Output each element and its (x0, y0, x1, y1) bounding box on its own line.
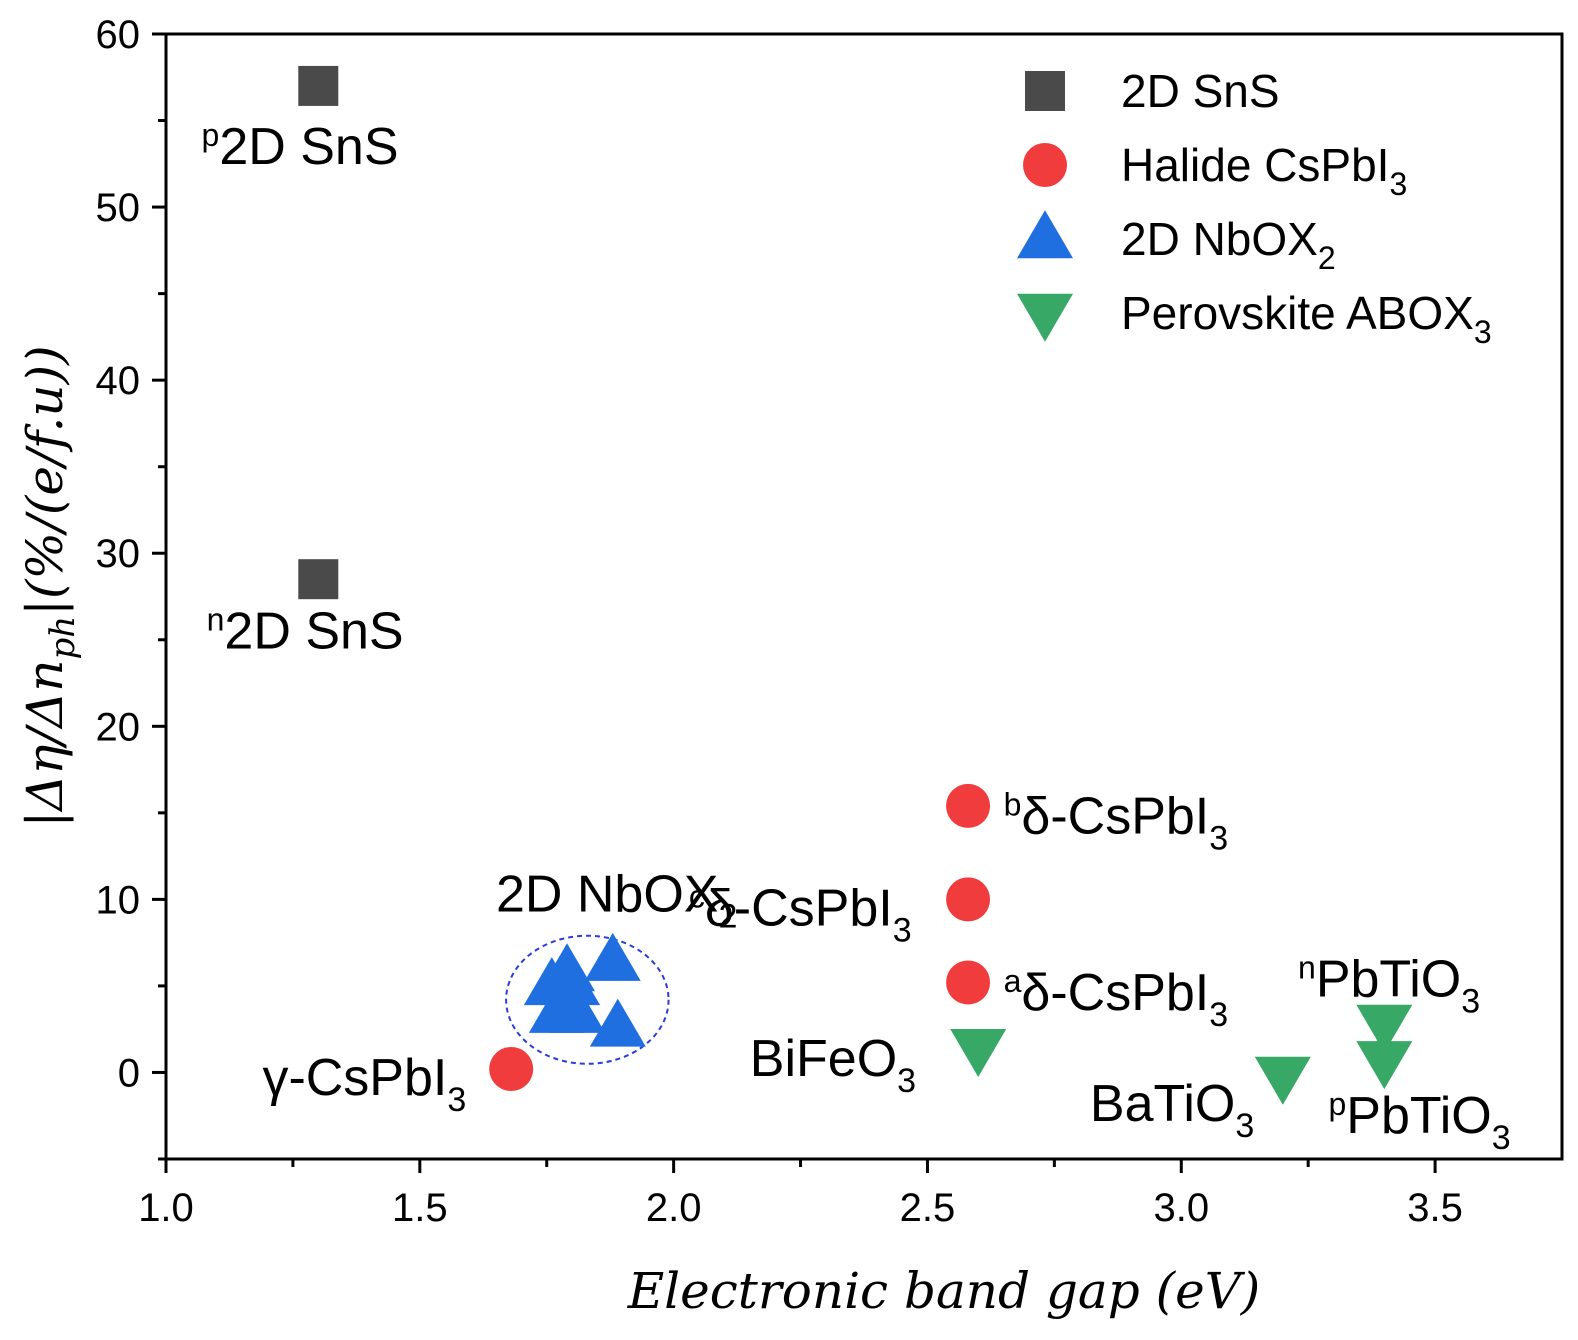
data-point (946, 877, 991, 922)
y-tick-label: 60 (96, 13, 141, 57)
x-tick-label: 2.5 (900, 1186, 956, 1230)
x-tick-label: 3.0 (1153, 1186, 1209, 1230)
legend-label: 2D SnS (1121, 65, 1280, 117)
x-tick-label: 2.0 (646, 1186, 702, 1230)
y-tick-label: 10 (96, 878, 141, 922)
annotation-b-delta: bδ-CsPbI3 (1004, 787, 1229, 858)
legend-label: Halide CsPbI3 (1121, 139, 1407, 202)
x-tick-label: 1.5 (392, 1186, 448, 1230)
legend-label: 2D NbOX2 (1121, 213, 1336, 276)
annotation-n-pbtio3: nPbTiO3 (1298, 949, 1480, 1020)
data-point (584, 932, 641, 981)
y-tick-label: 30 (96, 532, 141, 576)
data-point (946, 960, 991, 1005)
cluster-ellipse (505, 934, 670, 1065)
data-point (298, 65, 339, 106)
legend-marker (1025, 71, 1065, 111)
plot-frame (164, 32, 1564, 1161)
y-axis-title: |Δη/Δnph|(%/(e/f.u)) (16, 345, 83, 827)
annotation-bifeo3: BiFeO3 (750, 1030, 916, 1100)
nbox2-cluster-ellipse (505, 934, 670, 1065)
x-axis-title: Electronic band gap (eV) (627, 1262, 1261, 1320)
x-tick-label: 1.0 (138, 1186, 194, 1230)
x-tick-label: 3.5 (1407, 1186, 1463, 1230)
annotation-batio3: BaTiO3 (1090, 1075, 1254, 1145)
data-point (549, 984, 606, 1033)
data-point (946, 783, 991, 828)
point-annotations: p2D SnS n2D SnS 2D NbOX2 γ-CsPbI3 bδ-CsPbI3 c… (202, 117, 1511, 1157)
y-tick-label: 50 (96, 186, 141, 230)
data-point (1356, 1004, 1413, 1053)
data-point (1356, 1041, 1413, 1090)
annotation-a-delta: aδ-CsPbI3 (1004, 963, 1229, 1034)
annotation-n-sns: n2D SnS (207, 601, 404, 660)
annotation-p-pbtio3: pPbTiO3 (1328, 1086, 1510, 1157)
annotation-nbox2: 2D NbOX2 (496, 866, 737, 936)
axis-ticks: 1.0 1.5 2.0 2.5 3.0 3.5 0 10 20 30 40 50 60 (96, 13, 1463, 1230)
y-tick-label: 0 (118, 1051, 140, 1095)
data-markers (298, 65, 1413, 1105)
y-tick-label: 40 (96, 359, 141, 403)
legend-marker (1017, 210, 1073, 259)
annotation-gamma: γ-CsPbI3 (262, 1049, 466, 1119)
legend-marker (1023, 143, 1067, 187)
data-point (298, 559, 339, 600)
legend-marker (1017, 293, 1073, 342)
data-point (589, 998, 646, 1047)
annotation-c-delta: cδ-CsPbI3 (689, 878, 912, 949)
y-tick-label: 20 (96, 705, 141, 749)
data-point (1254, 1056, 1311, 1105)
data-point (489, 1047, 534, 1091)
legend-label: Perovskite ABOX3 (1121, 287, 1492, 350)
data-point (950, 1029, 1007, 1078)
plot-border (164, 32, 1564, 1161)
annotation-p-sns: p2D SnS (202, 117, 399, 176)
